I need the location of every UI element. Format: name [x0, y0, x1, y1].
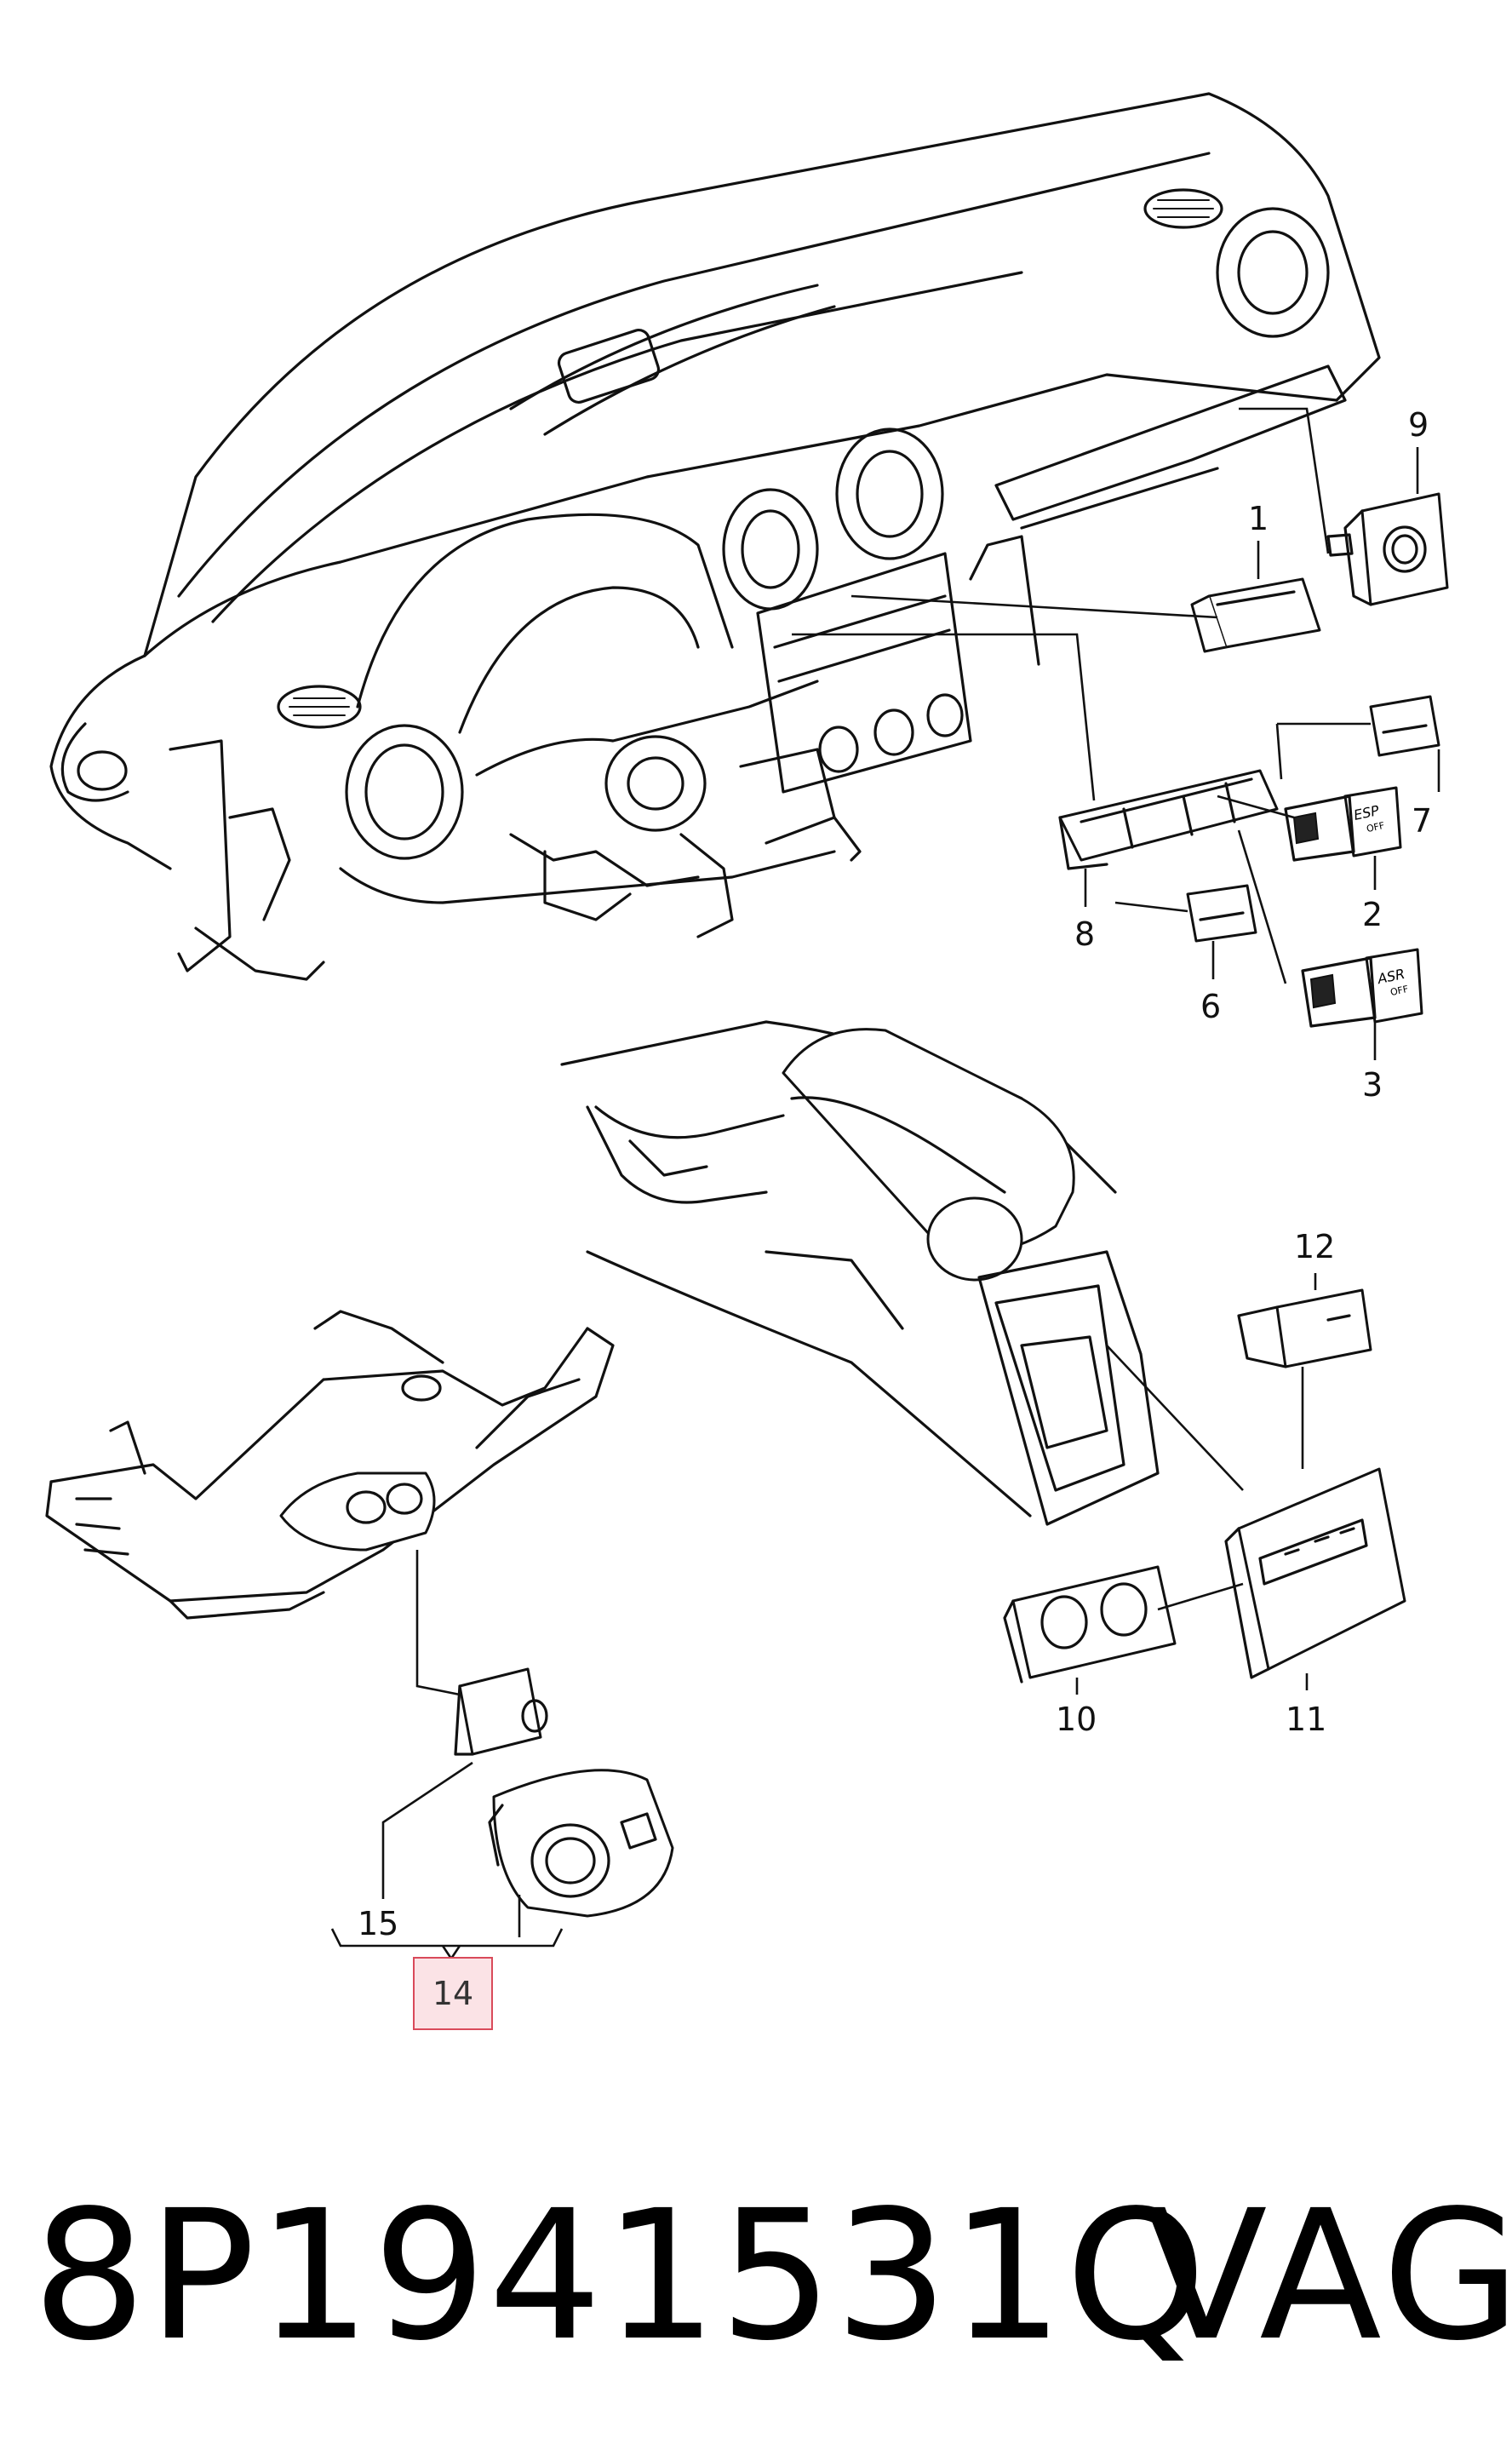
part-9-light-switch: [1326, 492, 1449, 606]
brand-name: VAG: [1145, 2171, 1512, 2380]
callout-8: 8: [1074, 915, 1096, 953]
part-15-switch: [454, 1667, 548, 1756]
callout-12: 12: [1294, 1228, 1336, 1265]
callout-7: 7: [1412, 802, 1433, 840]
callout-14: 14: [432, 1975, 474, 2012]
part-number: 8P1941531Q: [32, 2171, 1208, 2380]
part-8-switch-frame: [1058, 769, 1279, 870]
callout-10: 10: [1056, 1701, 1097, 1738]
dashboard-illustration: [49, 92, 1381, 981]
callout-11: 11: [1286, 1701, 1327, 1738]
part-11-console-panel: [1224, 1467, 1406, 1679]
part-10-switch-block: [1003, 1565, 1177, 1684]
callout-2: 2: [1362, 896, 1383, 933]
part-3-asr-switch: [1301, 948, 1423, 1028]
part-1-switch: [1190, 577, 1321, 653]
callout-6: 6: [1200, 988, 1222, 1025]
callout-3: 3: [1362, 1066, 1383, 1104]
part-7-blank-cover: [1369, 695, 1440, 757]
leader-lines: [330, 407, 1440, 1961]
part-12-switch: [1237, 1288, 1372, 1368]
lower-trim-panel-illustration: [45, 1310, 615, 1620]
part-6-blank-cover: [1186, 884, 1257, 943]
center-console-illustration: [560, 1020, 1160, 1526]
parts-diagram: [45, 92, 1449, 1961]
callout-14-highlight[interactable]: 14: [413, 1957, 493, 2030]
part-2-esp-switch: [1284, 786, 1402, 862]
callout-1: 1: [1248, 500, 1269, 537]
part-14-light-switch: [488, 1769, 674, 1918]
callout-9: 9: [1408, 406, 1429, 444]
callout-15: 15: [358, 1905, 399, 1942]
